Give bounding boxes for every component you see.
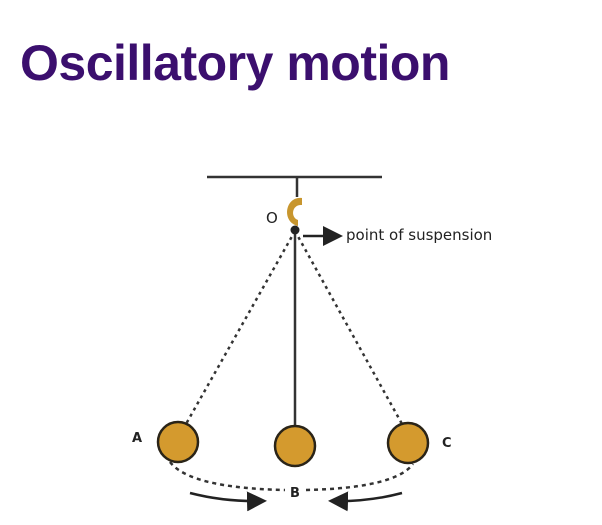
motion-arrow-left — [328, 491, 403, 512]
swing-arc — [169, 461, 414, 492]
label-a: A — [132, 431, 142, 446]
hook-icon — [287, 197, 302, 226]
pivot-point — [290, 225, 300, 235]
label-b: B — [290, 486, 300, 501]
motion-arrow-right — [189, 491, 267, 512]
string-right — [293, 230, 404, 425]
page-title: Oscillatory motion — [20, 35, 450, 91]
bob-left — [156, 420, 200, 464]
bob-center — [273, 424, 317, 468]
label-c: C — [442, 436, 452, 451]
bob-right — [386, 421, 430, 465]
string-left — [184, 230, 297, 425]
pivot-label: O — [266, 209, 278, 227]
suspension-label: point of suspension — [346, 226, 492, 244]
